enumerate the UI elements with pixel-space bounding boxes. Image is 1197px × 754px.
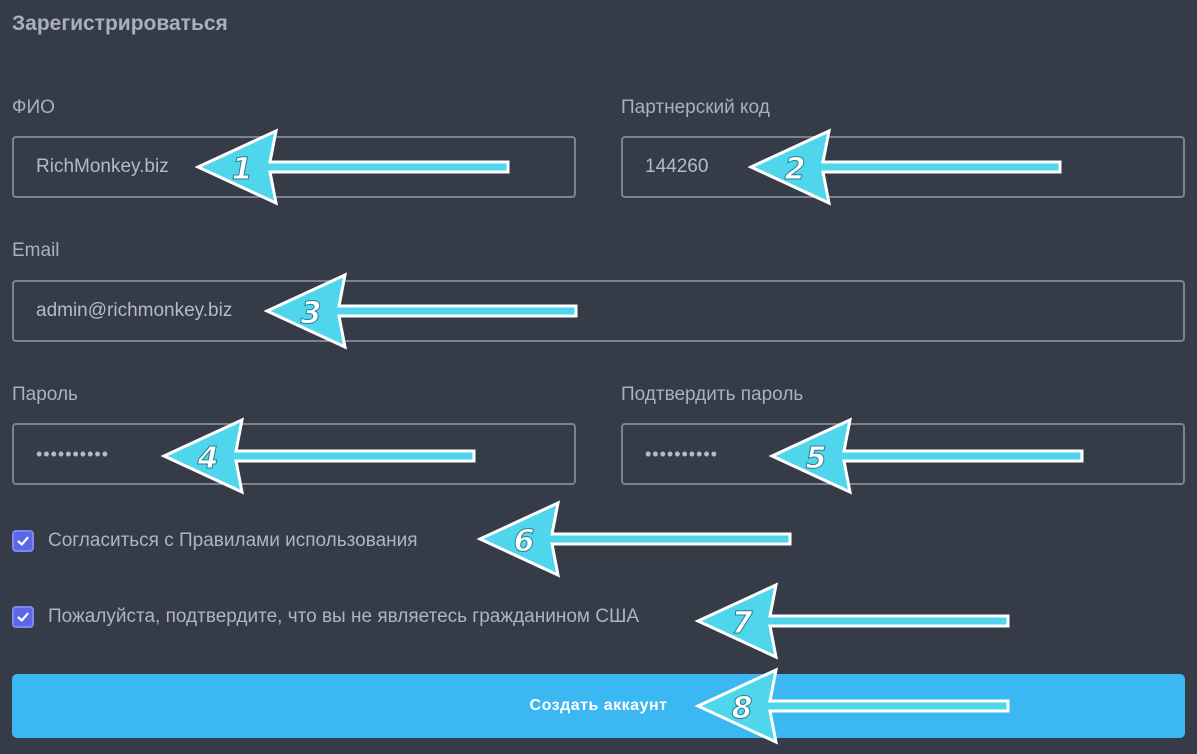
fio-label: ФИО <box>12 97 55 118</box>
confirm-password-label: Подтвердить пароль <box>621 384 804 405</box>
annotation-number-7: 7 <box>732 606 753 641</box>
create-account-button[interactable]: Создать аккаунт <box>12 674 1185 738</box>
partner-code-field[interactable]: 144260 <box>621 136 1185 198</box>
us-citizen-row: Пожалуйста, подтвердите, что вы не являе… <box>12 606 639 628</box>
annotation-arrow-6 <box>476 500 792 578</box>
terms-checkbox[interactable] <box>12 530 34 552</box>
checkmark-icon <box>17 536 29 546</box>
annotation-number-6: 6 <box>514 524 535 559</box>
password-label: Пароль <box>12 384 78 405</box>
confirm-password-field[interactable]: •••••••••• <box>621 423 1185 485</box>
email-field[interactable]: admin@richmonkey.biz <box>12 280 1185 342</box>
email-label: Email <box>12 240 60 261</box>
terms-label[interactable]: Согласиться с Правилами использования <box>48 530 418 551</box>
terms-row: Согласиться с Правилами использования <box>12 530 418 552</box>
annotation-arrow-7 <box>694 582 1010 660</box>
partner-code-label: Партнерский код <box>621 97 770 118</box>
us-citizen-label[interactable]: Пожалуйста, подтвердите, что вы не являе… <box>48 606 640 627</box>
page-title: Зарегистрироваться <box>12 12 228 35</box>
fio-field[interactable]: RichMonkey.biz <box>12 136 576 198</box>
password-field[interactable]: •••••••••• <box>12 423 576 485</box>
us-citizen-checkbox[interactable] <box>12 606 34 628</box>
checkmark-icon <box>17 612 29 622</box>
